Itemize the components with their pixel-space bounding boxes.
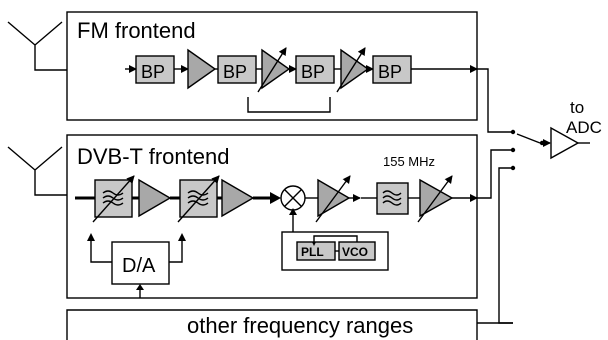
dvbt-antenna-icon	[7, 146, 67, 196]
fm-variable-amplifier-2	[340, 48, 370, 90]
vco-label: VCO	[342, 245, 368, 259]
fm-bandpass-filter-2	[217, 55, 257, 84]
dvbt-frontend-box	[66, 134, 478, 299]
dvbt-signal-chain	[75, 175, 478, 223]
pll-label: PLL	[301, 245, 324, 259]
dac-label: D/A	[122, 255, 156, 277]
dvbt-amplifier-2	[221, 178, 255, 218]
fm-amplifier-1	[187, 48, 217, 90]
fm-bandpass-filter-1-label: BP	[141, 62, 165, 82]
input-selector-switch	[477, 68, 551, 324]
other-frequency-box	[66, 309, 478, 340]
fm-bandpass-filter-4	[372, 55, 412, 84]
fm-frontend-title: FM frontend	[77, 18, 196, 43]
dvbt-frontend-title: DVB-T frontend	[77, 144, 229, 169]
dvbt-mixer-icon	[280, 185, 306, 211]
dac-block: D/A	[87, 233, 186, 298]
pll-vco-block: PLL VCO	[281, 208, 389, 271]
fm-bandpass-filter-1	[135, 55, 175, 84]
fm-bandpass-filter-3-label: BP	[301, 62, 325, 82]
fm-bandpass-filter-2-label: BP	[223, 62, 247, 82]
dvbt-frequency-label: 155 MHz	[383, 154, 435, 169]
adc-label: ADC	[566, 118, 602, 137]
fm-bandpass-filter-3	[295, 55, 335, 84]
fm-bandpass-filter-4-label: BP	[378, 62, 402, 82]
to-label: to	[570, 98, 584, 117]
dvbt-amplifier-1	[138, 178, 172, 218]
adc-driver-amplifier	[550, 126, 580, 160]
fm-antenna-icon	[7, 21, 67, 71]
other-frequency-label: other frequency ranges	[187, 313, 413, 338]
fm-variable-amplifier-1	[261, 48, 291, 90]
fm-signal-chain: BP BP BP BP	[125, 47, 478, 113]
dac-box	[111, 241, 170, 285]
